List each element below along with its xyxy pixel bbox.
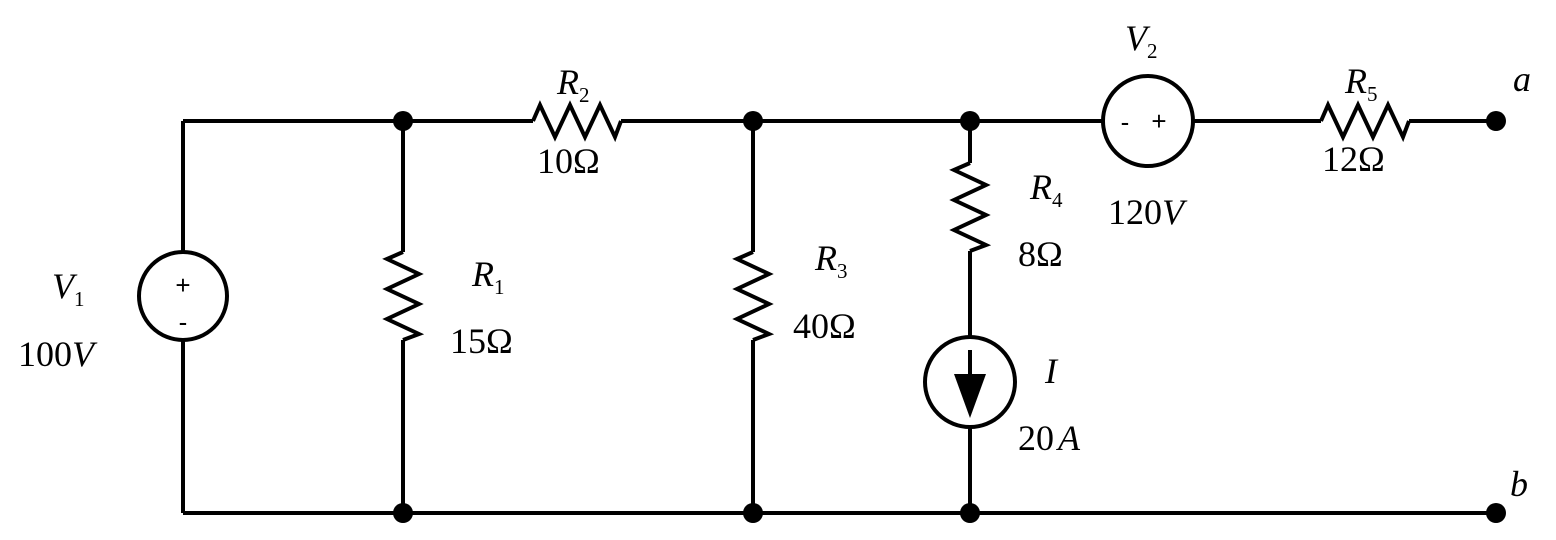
resistor-r1-symbol bbox=[382, 250, 425, 342]
v1-circle bbox=[137, 250, 229, 342]
label-v2-value: 120V bbox=[1108, 192, 1188, 232]
terminal-b-node bbox=[1486, 503, 1506, 523]
resistor-r5-symbol bbox=[1319, 100, 1411, 143]
v2-letter: V bbox=[1125, 18, 1151, 58]
r5-index: 5 bbox=[1367, 82, 1378, 106]
terminal-a-label: a bbox=[1513, 59, 1531, 99]
label-r4-value: 8Ω bbox=[1018, 234, 1063, 274]
i-unit: A bbox=[1056, 418, 1081, 458]
r3-letter: R bbox=[814, 238, 837, 278]
r1-letter: R bbox=[471, 254, 494, 294]
label-v2-name: V2 bbox=[1125, 18, 1158, 63]
label-r5-name: R5 bbox=[1344, 61, 1378, 106]
label-r4-name: R4 bbox=[1029, 167, 1063, 212]
r4-index: 4 bbox=[1052, 188, 1063, 212]
r3-index: 3 bbox=[837, 259, 848, 283]
label-v1-name: V1 bbox=[52, 266, 85, 311]
terminal-b-label: b bbox=[1510, 464, 1528, 504]
r2-index: 2 bbox=[579, 83, 590, 107]
node-i-bottom bbox=[960, 503, 980, 523]
i-arrow-head-icon bbox=[954, 374, 986, 418]
node-r1-top bbox=[393, 111, 413, 131]
r1-index: 1 bbox=[494, 275, 505, 299]
nodes bbox=[393, 111, 1506, 523]
node-r1-bottom bbox=[393, 503, 413, 523]
v2-unit: V bbox=[1162, 192, 1188, 232]
v1-unit: V bbox=[72, 334, 98, 374]
label-i-name: I bbox=[1044, 351, 1059, 391]
v2-plus-sign: + bbox=[1151, 106, 1166, 136]
label-r2-name: R2 bbox=[556, 62, 590, 107]
v1-letter: V bbox=[52, 266, 78, 306]
v1-plus-sign: + bbox=[175, 270, 190, 300]
voltage-source-v1: + - bbox=[137, 250, 229, 342]
label-v1-value: 100V bbox=[18, 334, 98, 374]
label-r3-value: 40Ω bbox=[793, 306, 856, 346]
label-r1-name: R1 bbox=[471, 254, 505, 299]
v2-index: 2 bbox=[1147, 39, 1158, 63]
label-r5-value: 12Ω bbox=[1322, 139, 1385, 179]
v2-number: 120 bbox=[1108, 192, 1162, 232]
v2-minus-sign: - bbox=[1121, 107, 1130, 137]
voltage-source-v2: - + bbox=[1101, 74, 1195, 168]
resistor-r4-symbol bbox=[949, 161, 992, 253]
r2-letter: R bbox=[556, 62, 579, 102]
v1-index: 1 bbox=[74, 287, 85, 311]
resistor-r2-symbol bbox=[531, 100, 623, 143]
node-r3-bottom bbox=[743, 503, 763, 523]
v2-circle bbox=[1101, 74, 1195, 168]
label-r2-value: 10Ω bbox=[537, 141, 600, 181]
label-r3-name: R3 bbox=[814, 238, 848, 283]
node-r4-top bbox=[960, 111, 980, 131]
current-source-i bbox=[923, 335, 1017, 429]
v1-minus-sign: - bbox=[179, 307, 188, 337]
r5-letter: R bbox=[1344, 61, 1367, 101]
label-r1-value: 15Ω bbox=[450, 321, 513, 361]
r4-letter: R bbox=[1029, 167, 1052, 207]
i-number: 20 bbox=[1018, 418, 1054, 458]
resistor-r3-symbol bbox=[732, 250, 775, 342]
v1-number: 100 bbox=[18, 334, 72, 374]
node-r3-top bbox=[743, 111, 763, 131]
terminal-a-node bbox=[1486, 111, 1506, 131]
